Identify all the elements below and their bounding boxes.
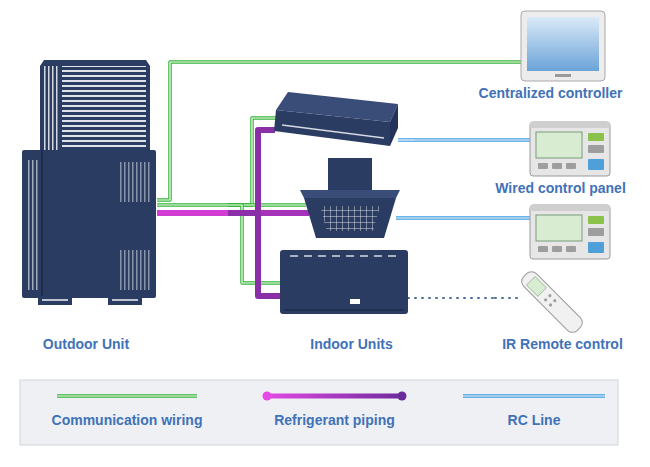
remote-screen xyxy=(527,277,547,297)
indoor-unit-group: Indoor Units xyxy=(228,88,415,353)
legend-entry: RC Line xyxy=(458,389,610,429)
controller-screen xyxy=(527,17,599,71)
outdoor-grille xyxy=(118,162,150,202)
legend-box xyxy=(20,380,618,445)
legend-pipe-end xyxy=(398,392,407,401)
remote-button xyxy=(548,303,553,308)
foot-stripe xyxy=(42,299,68,301)
controller-button xyxy=(555,74,571,77)
outdoor-foot xyxy=(108,296,142,305)
wall-unit-vent xyxy=(290,255,400,257)
ceiling-unit xyxy=(390,104,398,146)
legend-label: Communication wiring xyxy=(52,412,203,429)
wire-core xyxy=(157,204,228,205)
wall-unit xyxy=(280,250,408,314)
wired-panel-illustration xyxy=(530,205,610,259)
rc-line xyxy=(488,138,530,142)
controller-body xyxy=(521,11,605,81)
ceiling-vent xyxy=(282,125,384,138)
outdoor-grille xyxy=(26,160,39,290)
outdoor-grille xyxy=(118,250,150,290)
outdoor-unit: Outdoor Unit xyxy=(15,55,157,353)
communication-wire xyxy=(157,62,468,200)
node-label: Outdoor Unit xyxy=(43,336,129,353)
wire-core xyxy=(396,217,530,218)
node-label: Centralized controller xyxy=(479,85,623,102)
cassette-grille xyxy=(320,206,380,231)
legend-line xyxy=(57,394,197,398)
wall-unit-edge xyxy=(284,309,404,311)
outdoor-grille xyxy=(62,66,146,152)
refrigerant-pipe xyxy=(228,130,275,213)
outdoor-body xyxy=(22,150,156,298)
refrigerant-pipe xyxy=(228,213,280,296)
legend-label: Refrigerant piping xyxy=(274,412,395,429)
rc-line xyxy=(415,138,488,142)
wire-core xyxy=(228,205,280,283)
rc-line xyxy=(398,138,415,142)
outdoor-grille xyxy=(44,66,58,152)
communication-wire xyxy=(157,203,228,207)
legend-swatch xyxy=(262,389,407,403)
outdoor-fan-module xyxy=(40,60,150,156)
node-label: IR Remote control xyxy=(502,336,623,353)
wire-core xyxy=(468,61,521,62)
foot-stripe xyxy=(112,299,138,301)
legend-entry: Communication wiring xyxy=(52,389,202,429)
node-label: Wired control panel xyxy=(495,180,626,197)
wired-control-panel: Wired control panel xyxy=(488,115,633,197)
wire-core xyxy=(57,395,197,396)
wire-core xyxy=(415,139,488,140)
cassette-unit xyxy=(300,190,400,198)
ir-signal xyxy=(495,297,522,299)
legend-swatch xyxy=(52,389,202,403)
remote-body xyxy=(519,269,585,335)
legend-line xyxy=(463,394,605,398)
remote-button xyxy=(543,298,548,303)
wire-core xyxy=(157,62,468,200)
ir-signal xyxy=(408,297,415,299)
wire-core xyxy=(488,139,530,140)
wire-core xyxy=(398,139,415,140)
communication-wire xyxy=(228,205,280,283)
rc-line xyxy=(396,216,530,220)
centralized-controller: Centralized controller xyxy=(468,8,633,102)
cassette-unit xyxy=(304,198,396,238)
remote-button xyxy=(553,298,558,303)
legend-entry: Refrigerant piping xyxy=(262,389,407,429)
legend-pipe-end xyxy=(263,392,272,401)
ceiling-unit xyxy=(274,110,390,146)
cassette-unit xyxy=(328,158,372,190)
ir-remote-control: IR Remote control xyxy=(495,262,630,353)
legend-swatch xyxy=(458,389,610,403)
wall-unit-display xyxy=(350,299,360,304)
legend-line xyxy=(267,394,402,399)
communication-wire xyxy=(468,60,521,64)
outdoor-edge xyxy=(41,150,43,298)
outdoor-foot xyxy=(38,296,72,305)
node-label: Indoor Units xyxy=(310,336,392,353)
refrigerant-pipe xyxy=(157,210,228,216)
remote-button xyxy=(548,293,553,298)
wired-panel-illustration xyxy=(530,122,610,176)
wire-core xyxy=(463,395,605,396)
ir-signal xyxy=(415,297,495,299)
legend-label: RC Line xyxy=(508,412,561,429)
